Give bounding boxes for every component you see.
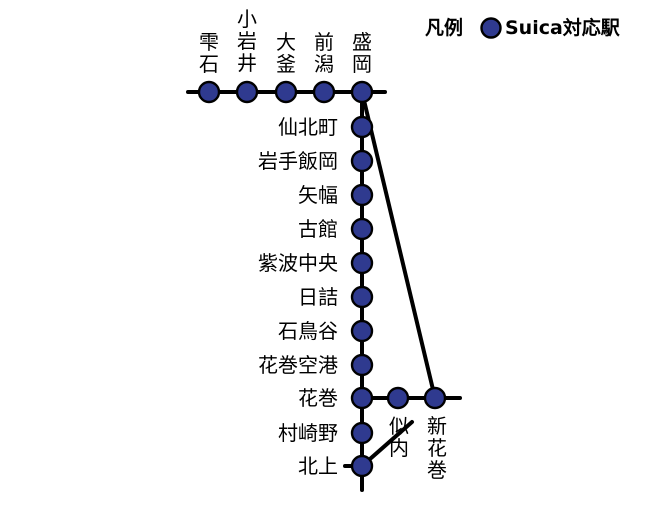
station-furudate bbox=[350, 217, 374, 241]
label-morioka: 盛岡 bbox=[352, 30, 372, 76]
station-iwateiioka bbox=[350, 149, 374, 173]
station-hanamakikuko bbox=[350, 353, 374, 377]
station-okama bbox=[274, 80, 298, 104]
legend-item-label: Suica対応駅 bbox=[505, 16, 621, 39]
label-furudate: 古館 bbox=[298, 217, 338, 241]
station-yahaba bbox=[350, 183, 374, 207]
station-kitakami bbox=[350, 454, 374, 478]
label-okama: 大釜 bbox=[276, 30, 296, 76]
station-shinhanamaki bbox=[423, 386, 447, 410]
label-hanamaki: 花巻 bbox=[298, 386, 338, 410]
legend-station-icon bbox=[480, 17, 502, 39]
station-shiwachuo bbox=[350, 251, 374, 275]
label-nitanai: 似内 bbox=[389, 414, 409, 460]
label-sembokucho: 仙北町 bbox=[278, 115, 338, 139]
station-koiwai bbox=[235, 80, 259, 104]
station-morioka bbox=[350, 80, 374, 104]
label-shiwachuo: 紫波中央 bbox=[258, 251, 338, 275]
station-nitanai bbox=[386, 386, 410, 410]
station-muranosakino bbox=[350, 421, 374, 445]
label-hanamakikuko: 花巻空港 bbox=[258, 353, 338, 377]
label-kitakami: 北上 bbox=[298, 454, 338, 478]
label-shinhanamaki: 新花巻 bbox=[427, 414, 447, 482]
station-shizukuishi bbox=[197, 80, 221, 104]
label-iwateiioka: 岩手飯岡 bbox=[258, 149, 338, 173]
station-ishidoriya bbox=[350, 319, 374, 343]
track-shinkansen bbox=[360, 90, 437, 400]
label-maegata: 前潟 bbox=[314, 30, 334, 76]
label-koiwai: 小岩井 bbox=[237, 7, 257, 75]
label-hizume: 日詰 bbox=[298, 285, 338, 309]
label-ishidoriya: 石鳥谷 bbox=[278, 319, 338, 343]
label-yahaba: 矢幅 bbox=[298, 183, 338, 207]
label-shizukuishi: 雫石 bbox=[199, 30, 219, 76]
station-hanamaki bbox=[350, 386, 374, 410]
label-muranosakino: 村崎野 bbox=[278, 421, 338, 445]
station-sembokucho bbox=[350, 115, 374, 139]
station-maegata bbox=[312, 80, 336, 104]
legend-title: 凡例 bbox=[425, 16, 463, 39]
station-hizume bbox=[350, 285, 374, 309]
